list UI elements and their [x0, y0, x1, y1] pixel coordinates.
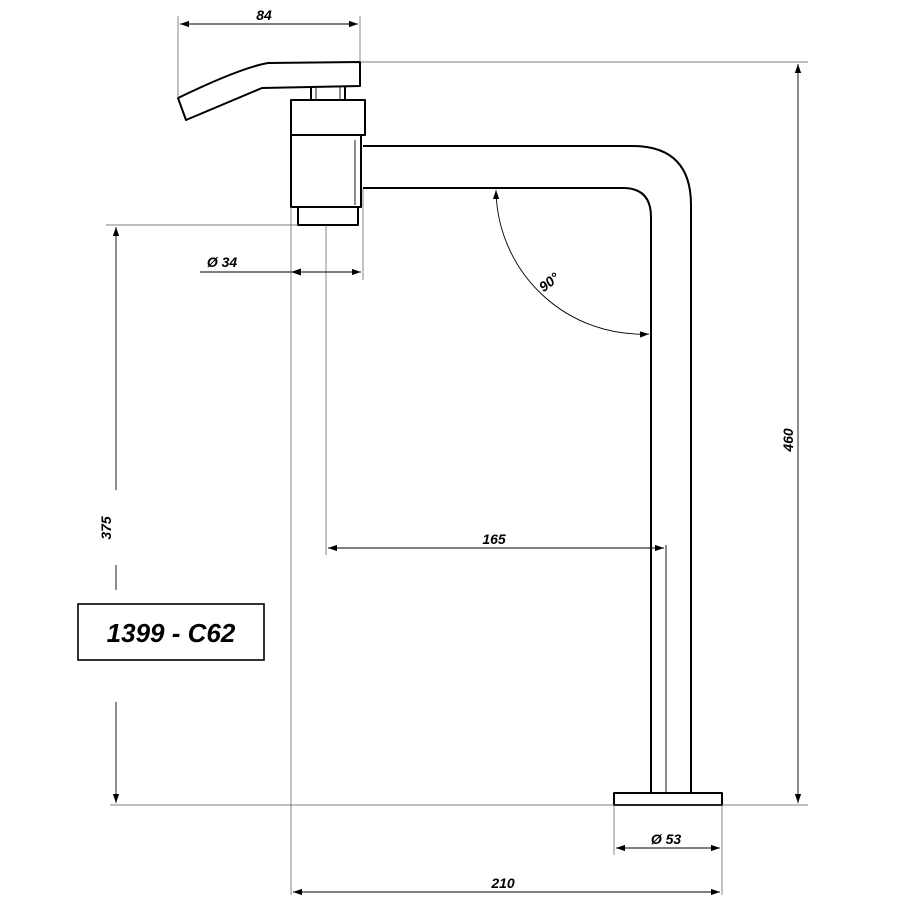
- base-plate: [613, 792, 723, 806]
- label-handle-length: 84: [256, 7, 272, 23]
- label-base-diameter: Ø 53: [651, 831, 682, 847]
- label-body-diameter: Ø 34: [207, 254, 238, 270]
- handle-lever: [177, 61, 361, 121]
- dim-arc-spout-angle: [492, 189, 650, 338]
- aerator: [297, 206, 359, 226]
- label-spout-angle: 90°: [536, 269, 563, 295]
- valve-body-upper: [290, 99, 366, 136]
- extension-lines: [106, 16, 808, 895]
- label-spout-height: 375: [98, 516, 114, 540]
- model-label-box: 1399 - C62: [77, 603, 265, 661]
- spout-pipe: [363, 145, 692, 793]
- dimension-labels: 84 460 375 Ø 34 165 90° Ø 53 210: [98, 7, 796, 891]
- label-overall-width: 210: [490, 875, 515, 891]
- valve-body-lower: [290, 134, 362, 208]
- faucet-outline: [177, 61, 723, 806]
- label-spout-reach: 165: [482, 531, 506, 547]
- label-overall-height: 460: [780, 428, 796, 453]
- dimension-lines: [112, 20, 802, 896]
- model-code: 1399 - C62: [107, 618, 236, 648]
